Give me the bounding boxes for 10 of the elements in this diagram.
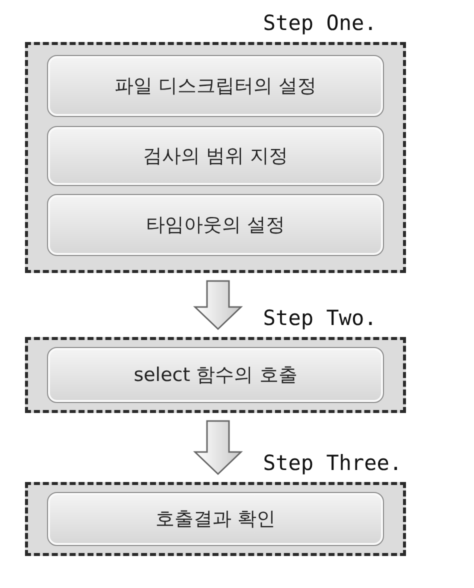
process-box: select 함수의 호출 bbox=[47, 347, 384, 403]
step-heading: Step Three. bbox=[263, 451, 402, 475]
block-arrow bbox=[193, 280, 243, 330]
process-box: 호출결과 확인 bbox=[47, 492, 384, 546]
step-heading: Step Two. bbox=[263, 306, 377, 330]
process-box: 타임아웃의 설정 bbox=[47, 194, 384, 256]
step-heading: Step One. bbox=[263, 11, 377, 35]
process-box: 파일 디스크립터의 설정 bbox=[47, 55, 384, 117]
block-arrow bbox=[193, 420, 243, 476]
process-box: 검사의 범위 지정 bbox=[47, 126, 384, 186]
